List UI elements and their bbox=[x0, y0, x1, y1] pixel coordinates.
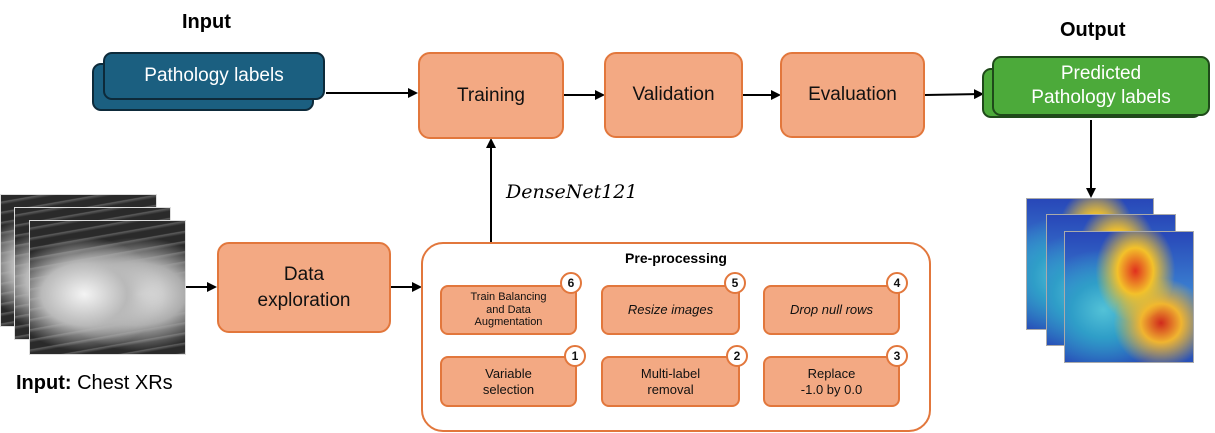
validation-box: Validation bbox=[604, 52, 743, 138]
validation-label: Validation bbox=[632, 84, 715, 105]
training-box: Training bbox=[418, 52, 564, 139]
step-4-box: Drop null rows bbox=[763, 285, 900, 335]
step-2-line1: Multi-label bbox=[640, 365, 701, 381]
input-caption: Input: Chest XRs bbox=[16, 372, 173, 395]
step-1-badge: 1 bbox=[564, 345, 586, 367]
pathology-labels-box: Pathology labels bbox=[103, 52, 325, 100]
evaluation-label: Evaluation bbox=[808, 84, 897, 105]
preprocessing-title: Pre-processing bbox=[625, 250, 727, 266]
predicted-labels-box: Predicted Pathology labels bbox=[992, 56, 1210, 116]
step-6-badge: 6 bbox=[560, 272, 582, 294]
step-4-label: Drop null rows bbox=[789, 302, 874, 318]
step-3-line2: -1.0 by 0.0 bbox=[800, 381, 863, 397]
step-6-line1: Train Balancing bbox=[470, 291, 547, 304]
step-3-badge: 3 bbox=[886, 345, 908, 367]
step-1-line2: selection bbox=[482, 381, 535, 397]
step-2-badge: 2 bbox=[726, 345, 748, 367]
arrow-evaluation-to-output bbox=[924, 89, 984, 100]
step-6-line2: and Data bbox=[486, 303, 531, 316]
input-heading: Input bbox=[182, 11, 231, 33]
step-1-box: Variable selection bbox=[440, 356, 577, 407]
predicted-labels-line1: Predicted bbox=[1060, 63, 1142, 85]
step-6-line3: Augmentation bbox=[474, 316, 543, 329]
step-5-badge: 5 bbox=[724, 272, 746, 294]
output-heading: Output bbox=[1060, 19, 1126, 41]
step-3-line1: Replace bbox=[807, 365, 856, 381]
step-6-box: Train Balancing and Data Augmentation bbox=[440, 285, 577, 335]
data-exploration-line1: Data bbox=[283, 263, 325, 285]
evaluation-box: Evaluation bbox=[780, 52, 925, 138]
input-caption-text: Chest XRs bbox=[77, 372, 173, 394]
pathology-labels-text: Pathology labels bbox=[144, 65, 284, 86]
step-2-line2: removal bbox=[647, 381, 694, 397]
input-caption-bold: Input: bbox=[16, 372, 72, 394]
training-label: Training bbox=[457, 84, 525, 106]
step-2-box: Multi-label removal bbox=[601, 356, 740, 407]
step-5-label: Resize images bbox=[627, 302, 714, 318]
step-3-box: Replace -1.0 by 0.0 bbox=[763, 356, 900, 407]
predicted-labels-line2: Pathology labels bbox=[1031, 87, 1171, 108]
model-label: DenseNet121 bbox=[506, 181, 638, 203]
data-exploration-box: Data exploration bbox=[217, 242, 391, 333]
step-4-badge: 4 bbox=[886, 272, 908, 294]
step-5-box: Resize images bbox=[601, 285, 740, 335]
step-1-line1: Variable bbox=[485, 365, 532, 381]
heatmap-image-front bbox=[1064, 231, 1194, 363]
data-exploration-line2: exploration bbox=[257, 289, 351, 311]
chest-xray-image-front bbox=[29, 220, 186, 355]
